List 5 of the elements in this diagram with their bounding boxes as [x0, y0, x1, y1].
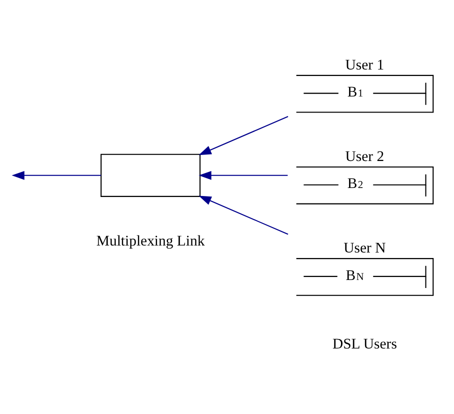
label: DSL Users — [332, 336, 397, 352]
node-text: User 1 B1 — [345, 56, 384, 100]
node-text: User N BN — [344, 240, 386, 284]
label: Multiplexing Link — [96, 233, 205, 250]
node-text: User 2 B2 — [345, 148, 384, 192]
